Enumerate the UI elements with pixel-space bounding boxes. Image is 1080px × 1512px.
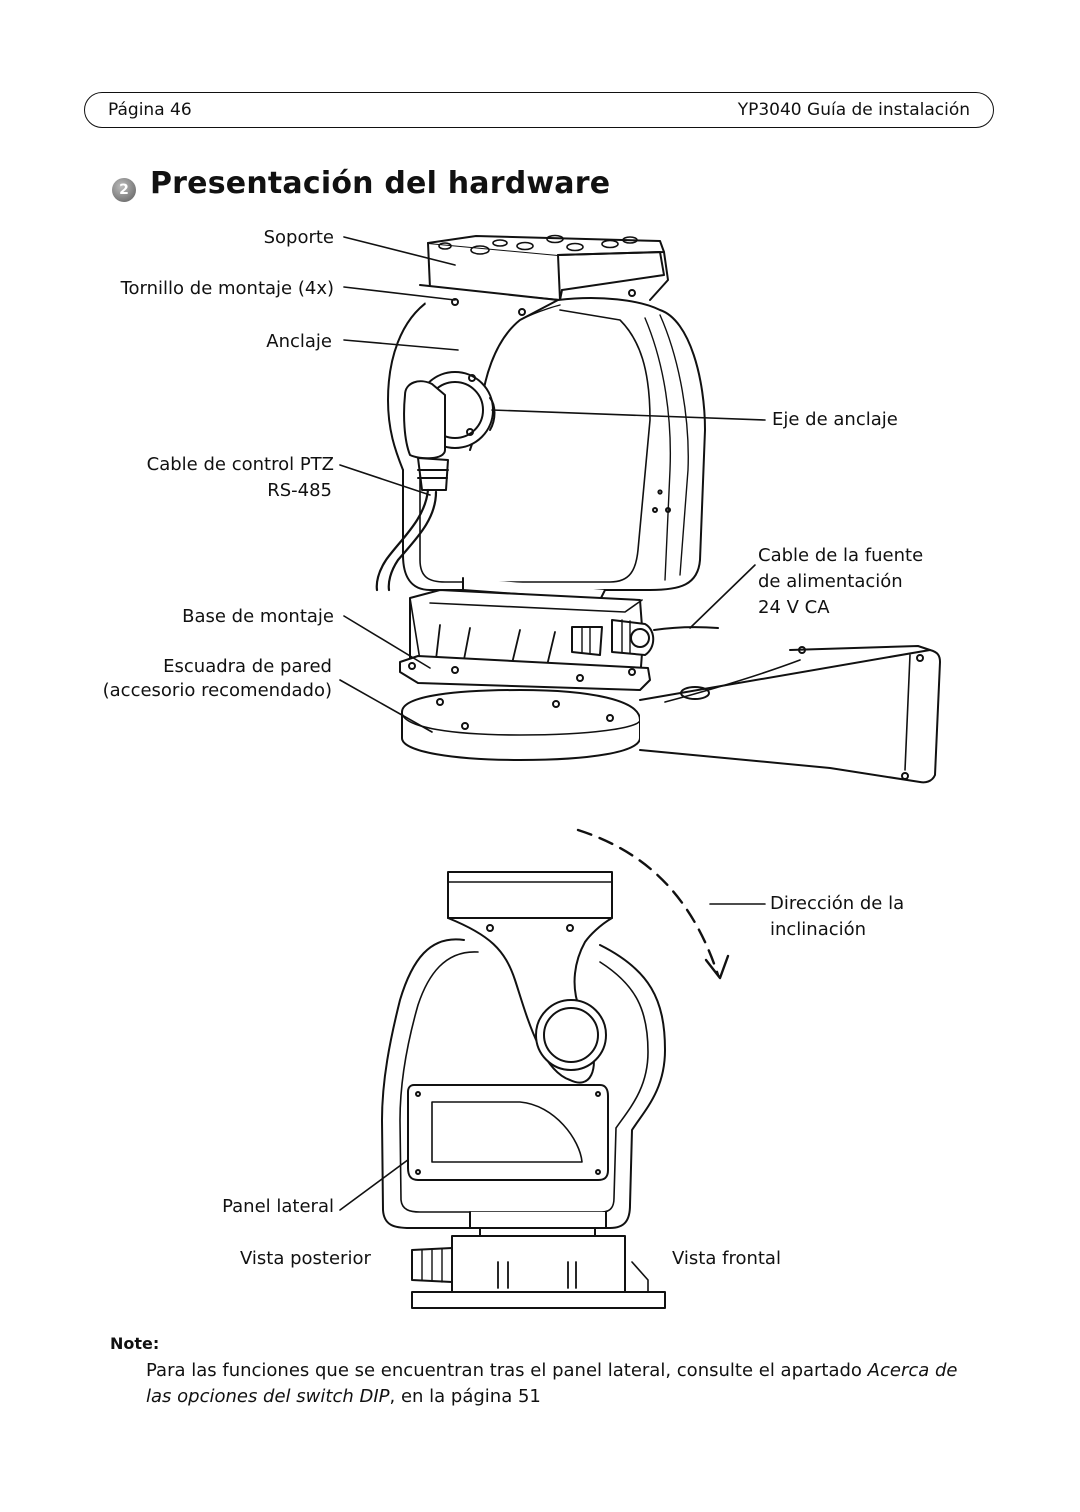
note-body: Para las funciones que se encuentran tra… [146, 1358, 966, 1410]
caption-vista-posterior: Vista posterior [240, 1248, 371, 1269]
label-rs485: RS-485 [267, 480, 332, 501]
callout-lines [339, 236, 766, 1211]
note-reference-link[interactable]: Acerca de las opciones del switch DIP [146, 1360, 958, 1407]
camera-positioner-front-view [381, 871, 666, 1309]
label-panel-lateral: Panel lateral [222, 1196, 334, 1217]
label-soporte: Soporte [263, 227, 334, 248]
label-accesorio-recomendado: (accesorio recomendado) [102, 680, 332, 701]
label-inclinacion: inclinación [770, 919, 867, 940]
label-24v-ca: 24 V CA [758, 597, 830, 618]
note-text-end: , en la página 51 [389, 1386, 541, 1407]
label-tornillo-de-montaje: Tornillo de montaje (4x) [120, 278, 334, 299]
caption-vista-frontal: Vista frontal [672, 1248, 781, 1269]
camera-positioner-top-view [375, 234, 941, 784]
note-text: Para las funciones que se encuentran tra… [146, 1360, 868, 1381]
note-heading: Note: [110, 1334, 160, 1353]
label-cable-ptz: Cable de control PTZ [146, 454, 334, 475]
label-base-de-montaje: Base de montaje [182, 606, 334, 627]
label-direccion-inclinacion: Dirección de la [770, 893, 905, 914]
label-cable-fuente: Cable de la fuente [758, 545, 924, 566]
header-bar [84, 92, 994, 128]
label-eje-de-anclaje: Eje de anclaje [772, 409, 898, 430]
page-number: Página 46 [108, 100, 192, 120]
section-number-badge: 2 [112, 178, 136, 202]
label-de-alimentacion: de alimentación [758, 571, 903, 592]
label-escuadra-de-pared: Escuadra de pared [163, 656, 332, 677]
section-title: Presentación del hardware [150, 166, 611, 201]
label-anclaje: Anclaje [266, 331, 332, 352]
document-title: YP3040 Guía de instalación [737, 100, 970, 120]
